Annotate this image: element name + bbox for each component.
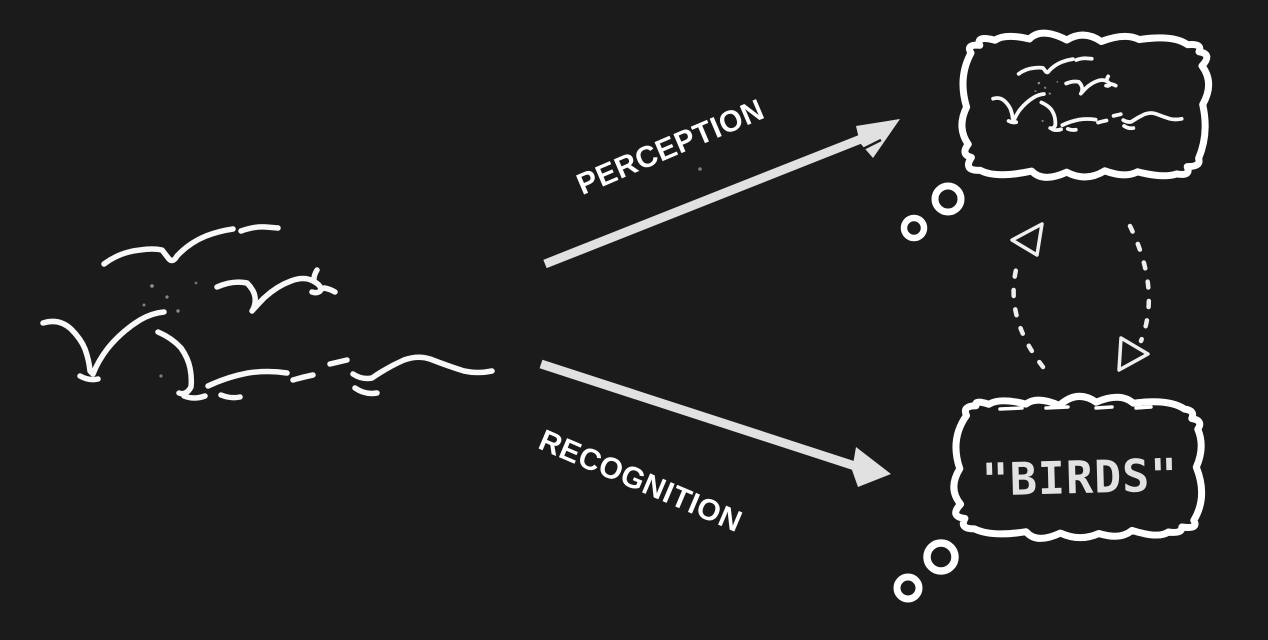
bird-outline [155, 329, 208, 401]
sketch-speckle [1056, 80, 1059, 83]
bird-outline [40, 309, 167, 383]
thought-trail-bubble [893, 573, 923, 603]
sketch-speckle [142, 303, 146, 307]
speck-dot [698, 167, 702, 171]
sketch-speckle [165, 295, 169, 299]
thought-trail-bubble [931, 182, 965, 216]
sketch-speckle [1044, 86, 1047, 89]
sketch-speckle [1034, 90, 1037, 93]
bird-outline [1060, 117, 1109, 132]
perception-arrowhead-notch [860, 138, 882, 152]
bird-outline [327, 354, 495, 397]
bird-outline [1111, 111, 1184, 131]
bird-outline [214, 267, 338, 314]
sketch-speckle [176, 309, 180, 313]
bird-outline [1064, 74, 1118, 96]
perception-arrow [543, 119, 900, 269]
thought-bubble-percept [958, 29, 1213, 181]
recognition-arrowhead-icon [852, 447, 891, 487]
recognition-label: RECOGNITION [534, 424, 747, 539]
bird-outline [1016, 56, 1094, 76]
cycle-arc-right [1127, 223, 1152, 344]
bird-outline [1039, 100, 1063, 133]
perception-recognition-cycle [1010, 222, 1152, 372]
cycle-arrowhead-down-icon [1117, 336, 1150, 372]
bird-outline [101, 224, 281, 267]
bird-outline [205, 368, 316, 401]
perception-arrowhead-icon [856, 119, 900, 158]
perception-arrow-shaft [543, 132, 868, 269]
thought-bubble-birds-image [991, 56, 1184, 133]
sketch-speckle [1037, 81, 1041, 85]
thought-trail-bubble [923, 539, 959, 575]
thought-bubble-word [950, 392, 1206, 542]
recognition-arrow [539, 359, 891, 487]
bird-outline [991, 92, 1046, 125]
sketch-speckle [150, 284, 154, 288]
bird-flock-sketch-icon [40, 224, 495, 401]
bubble-inner-dashes [998, 405, 1153, 411]
sketch-speckle [1041, 119, 1044, 123]
sketch-speckle [194, 281, 198, 285]
recognition-arrow-shaft [539, 359, 863, 473]
cycle-arc-left [1011, 256, 1046, 370]
sketch-speckle [1048, 92, 1051, 95]
birds-word-label: "BIRDS" [981, 448, 1179, 506]
thought-trail-bubble [900, 214, 928, 242]
sketch-speckle [159, 374, 163, 378]
cycle-arrowhead-up-icon [1010, 222, 1044, 257]
